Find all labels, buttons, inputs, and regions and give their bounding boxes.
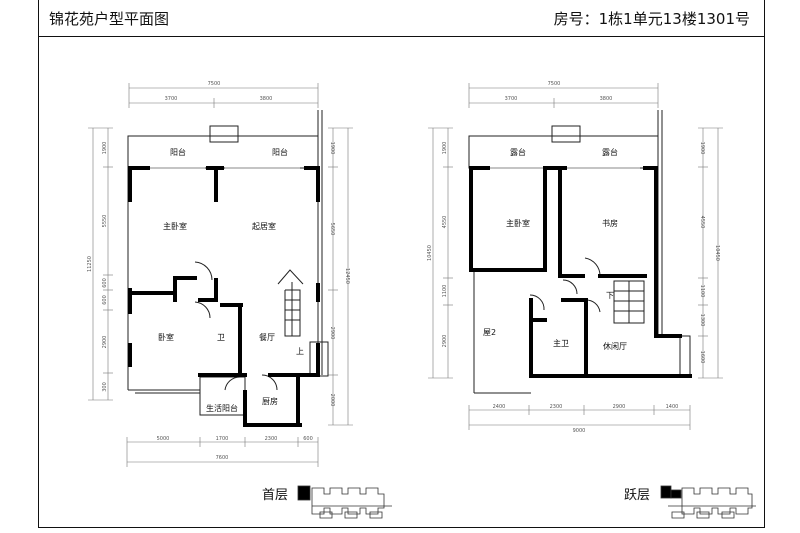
dimension-left-upper — [428, 127, 453, 379]
dim-top-2: 3800 — [260, 96, 273, 102]
dimension-top-upper — [468, 83, 659, 108]
title-bar: 锦花苑户型平面图 房号：1栋1单元13楼1301号 — [39, 0, 764, 37]
dim-bottom-4: 600 — [303, 436, 313, 442]
dim-top-total-upper: 7500 — [548, 81, 561, 87]
label-master-bedroom-upper: 主卧室 — [506, 218, 530, 228]
dim-text-first: 7500 3700 3800 5000 1700 2300 600 7600 1… — [87, 81, 350, 461]
dim-left-2-upper: 4550 — [442, 216, 448, 229]
dim-left-3-upper: 1100 — [442, 285, 448, 298]
dim-bottom-4-upper: 1400 — [666, 404, 679, 410]
dim-left-1-upper: 1900 — [442, 142, 448, 155]
dimension-bottom — [126, 437, 319, 467]
dim-left-4-upper: 2900 — [442, 335, 448, 348]
room-labels-upper: 露台 露台 主卧室 书房 屋2 主卫 休闲厅 下 — [483, 147, 627, 351]
label-terrace-left: 露台 — [510, 147, 526, 157]
dim-right-5-upper: 1600 — [699, 351, 705, 364]
dim-left-4: 600 — [102, 295, 108, 305]
key-plan-upper — [660, 485, 756, 519]
label-bathroom: 卫 — [217, 333, 225, 342]
label-study: 书房 — [602, 218, 618, 228]
label-balcony-right: 阳台 — [272, 147, 288, 157]
dim-bottom-total-upper: 9000 — [573, 428, 586, 434]
room-number: 房号：1栋1单元13楼1301号 — [553, 10, 750, 28]
dim-left-5: 2900 — [102, 336, 108, 349]
dim-left-6: 300 — [102, 382, 108, 392]
dim-right-4-upper: 1300 — [699, 314, 705, 327]
dim-bottom-1: 5000 — [157, 436, 170, 442]
room-labels-first: 阳台 阳台 主卧室 起居室 卧室 卫 餐厅 厨房 生活阳台 上 — [158, 147, 304, 413]
dim-right-3-upper: 1100 — [699, 285, 705, 298]
dim-bottom-2: 1700 — [216, 436, 229, 442]
dim-left-total: 11250 — [87, 256, 93, 272]
label-master-bedroom: 主卧室 — [163, 221, 187, 231]
dim-right-3: 2900 — [329, 327, 335, 340]
dim-right-1-upper: 1900 — [699, 142, 705, 155]
caption-first-floor: 首层 — [262, 488, 289, 503]
dim-bottom-2-upper: 2300 — [550, 404, 563, 410]
dim-bottom-3-upper: 2900 — [613, 404, 626, 410]
dimension-bottom-upper — [468, 405, 691, 430]
label-bedroom: 卧室 — [158, 332, 174, 342]
dim-right-total: 12450 — [344, 268, 350, 284]
key-plan-first — [297, 485, 392, 519]
dim-bottom-1-upper: 2400 — [493, 404, 506, 410]
dim-left-total-upper: 10450 — [427, 245, 433, 261]
dim-right-1: 1900 — [329, 142, 335, 155]
label-balcony-left: 阳台 — [170, 147, 186, 157]
plan-walls — [128, 166, 320, 427]
drawing-title: 锦花苑户型平面图 — [49, 10, 170, 28]
dim-right-2: 5650 — [329, 223, 335, 236]
dim-left-3: 600 — [102, 278, 108, 288]
dim-right-total-upper: 10450 — [714, 245, 720, 261]
label-stair-up: 上 — [296, 347, 304, 356]
label-utility-balcony: 生活阳台 — [206, 403, 238, 413]
label-terrace-right: 露台 — [602, 147, 618, 157]
label-dining: 餐厅 — [259, 333, 275, 342]
label-lounge: 休闲厅 — [603, 341, 627, 351]
dimension-left — [88, 127, 113, 401]
plan-outline — [127, 110, 329, 416]
plan-walls-upper — [469, 166, 692, 378]
label-stair-down: 下 — [606, 291, 614, 300]
label-kitchen: 厨房 — [262, 396, 278, 406]
label-master-bath: 主卫 — [553, 338, 569, 348]
dim-top-1: 3700 — [165, 96, 178, 102]
dim-left-1: 1900 — [102, 142, 108, 155]
dim-right-4: 2000 — [329, 394, 335, 407]
plan-first-floor — [88, 83, 353, 467]
dimension-right — [328, 127, 353, 426]
label-room2: 屋2 — [483, 328, 496, 337]
dim-text-upper: 7500 3700 3800 2400 2300 2900 1400 9000 … — [427, 81, 720, 434]
dimension-top — [128, 83, 319, 108]
dimension-right-upper — [698, 127, 723, 379]
dim-top-1-upper: 3700 — [505, 96, 518, 102]
caption-upper-floor: 跃层 — [624, 488, 651, 503]
dim-right-2-upper: 4550 — [699, 216, 705, 229]
plan-upper-floor — [428, 83, 723, 430]
dim-bottom-total: 7600 — [216, 455, 229, 461]
dim-top-2-upper: 3800 — [600, 96, 613, 102]
dim-left-2: 5550 — [102, 215, 108, 228]
dim-bottom-3: 2300 — [265, 436, 278, 442]
dim-top-total: 7500 — [208, 81, 221, 87]
label-living-room: 起居室 — [252, 221, 276, 231]
